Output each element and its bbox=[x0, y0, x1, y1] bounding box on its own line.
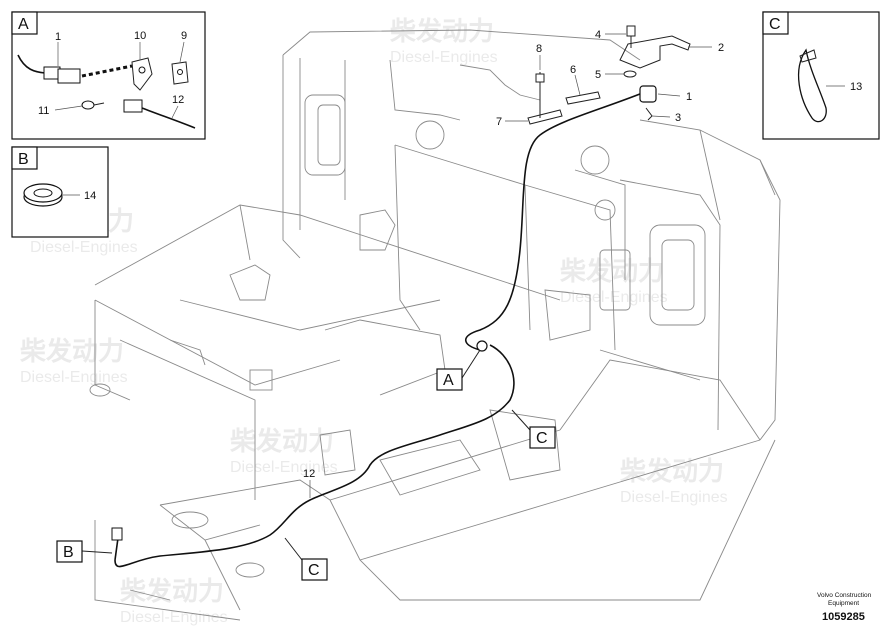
watermark-cn: 柴发动力 bbox=[19, 336, 124, 366]
callout-1: 1 bbox=[686, 91, 692, 103]
tag-a: A bbox=[443, 372, 454, 389]
callout-3: 3 bbox=[675, 112, 681, 124]
drawing-number: 1059285 bbox=[822, 611, 865, 623]
callout-7: 7 bbox=[496, 116, 502, 128]
watermark-en: Diesel-Engines bbox=[20, 369, 128, 386]
watermark-en: Diesel-Engines bbox=[560, 289, 668, 306]
letter-tags: A C C B bbox=[56, 349, 556, 581]
watermark-cn: 柴发动力 bbox=[619, 456, 724, 486]
callout-12: 12 bbox=[303, 468, 315, 480]
main-callouts: 4 2 5 1 3 6 7 8 12 bbox=[303, 29, 724, 498]
connector-icon bbox=[476, 340, 488, 352]
footer: Volvo Construction Equipment 1059285 bbox=[817, 592, 872, 623]
callout-8: 8 bbox=[536, 43, 542, 55]
brand-line-1: Volvo Construction bbox=[817, 592, 872, 599]
watermark-en: Diesel-Engines bbox=[120, 609, 228, 626]
watermark-en: Diesel-Engines bbox=[30, 239, 138, 256]
inset-a-callout-11: 11 bbox=[38, 105, 49, 117]
inset-a-callout-9: 9 bbox=[181, 30, 187, 42]
watermark-en: Diesel-Engines bbox=[230, 459, 338, 476]
inset-a-letter: A bbox=[18, 16, 29, 33]
machine-frame bbox=[89, 29, 781, 621]
inset-b: B 14 bbox=[11, 146, 109, 238]
tag-b: B bbox=[63, 544, 74, 561]
watermark-en: Diesel-Engines bbox=[390, 49, 498, 66]
sensor-bracket-cluster bbox=[527, 25, 691, 125]
inset-a-callout-1: 1 bbox=[55, 31, 61, 43]
inset-b-letter: B bbox=[18, 151, 29, 168]
inset-a-callout-12: 12 bbox=[172, 94, 184, 106]
callout-6: 6 bbox=[570, 64, 576, 76]
callout-4: 4 bbox=[595, 29, 601, 41]
inset-b-callout-14: 14 bbox=[84, 190, 96, 202]
wiring-harness bbox=[111, 91, 646, 568]
tag-c-upper: C bbox=[536, 430, 548, 447]
watermark-cn: 柴发动力 bbox=[229, 426, 334, 456]
callout-2: 2 bbox=[718, 42, 724, 54]
brand-line-2: Equipment bbox=[828, 600, 859, 607]
watermark-en: Diesel-Engines bbox=[620, 489, 728, 506]
sensor-connector-icon bbox=[111, 527, 123, 541]
callout-5: 5 bbox=[595, 69, 601, 81]
inset-a: A 1 10 9 11 12 bbox=[11, 11, 206, 140]
inset-c-letter: C bbox=[769, 16, 781, 33]
inset-c: C 13 bbox=[762, 11, 880, 140]
tag-c-lower: C bbox=[308, 562, 320, 579]
inset-a-callout-10: 10 bbox=[134, 30, 146, 42]
watermark-cn: 柴发动力 bbox=[119, 576, 224, 606]
inset-c-callout-13: 13 bbox=[850, 81, 862, 93]
